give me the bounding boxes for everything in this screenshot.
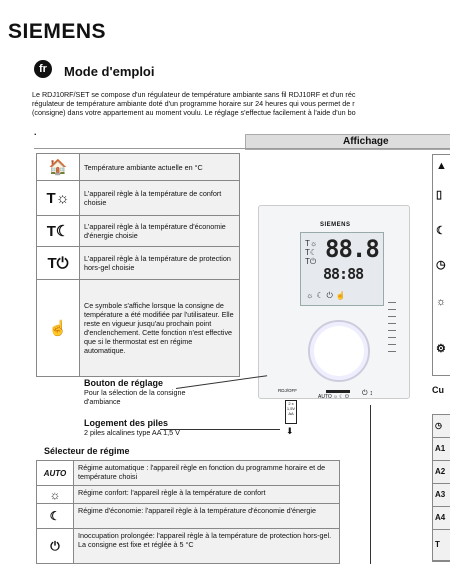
bouton-desc: Pour la sélection de la consigne [84,388,186,397]
mode-labels: AUTO ☼ ☾ ⏻ [318,394,349,400]
table-row: AUTO Régime automatique : l'appareil règ… [36,461,340,486]
table-row: T⏻ L'appareil règle à la température de … [36,247,240,280]
intro-text: Le RDJ10RF/SET se compose d'un régulateu… [32,90,450,117]
row-text: L'appareil règle à la température de pro… [84,254,231,272]
table-row: ⏻ Inoccupation prolongée: l'appareil règ… [36,529,340,564]
frost-protection-icon: ⏻ [37,529,74,563]
table-row: ☼ Régime confort: l'appareil règle à la … [36,486,340,504]
economy-icon: T☾ [37,216,80,246]
intro-line: régulateur de température ambiante doté … [32,99,355,108]
page-title: Mode d'emploi [64,64,155,79]
code-cell: A2 [433,461,450,484]
triangle-icon: ▲ [436,160,447,172]
switch-label: RDJ/OFF [278,388,297,393]
code-cell: A3 [433,484,450,507]
row-text: Inoccupation prolongée: l'appareil règle… [78,531,332,549]
setting-knob [308,320,370,382]
table-row: 🏠 Température ambiante actuelle en °C [36,154,240,181]
logement-desc: 2 piles alcalines type AA 1,5 V [84,428,180,437]
comfort-icon: ☼ [37,486,74,503]
leader-line [370,405,371,564]
logement-title: Logement des piles [84,418,169,428]
battery-icon: 2 x 1,5V AA [285,400,297,424]
economy-icon: ☾ [436,225,446,237]
table-row: T☾ L'appareil règle à la température d'é… [36,216,240,247]
leader-line [175,375,268,389]
bullet-dot: . [34,127,37,137]
right-label-partial: Cu [432,385,444,395]
house-thermometer-icon: 🏠 [37,154,80,180]
logement-callout: Logement des piles 2 piles alcalines typ… [84,418,180,437]
lcd-display: T☼T☾T⏻ 88.8 88:88 ☼☾⏻☝ [300,232,384,306]
economy-icon: ☾ [37,504,74,528]
hand-icon: ☝ [37,280,80,376]
table-row: T☼ L'appareil règle à la température de … [36,181,240,216]
selecteur-title: Sélecteur de régime [44,446,130,456]
bouton-callout: Bouton de réglage Pour la sélection de l… [84,378,186,406]
battery-icon: ▯ [436,189,443,201]
intro-line: Le RDJ10RF/SET se compose d'un régulateu… [32,90,356,99]
divider [34,148,450,149]
bouton-desc: d'ambiance [84,397,121,406]
mode-selector-slot [326,390,350,393]
auto-icon: AUTO [37,461,74,485]
table-row: ☝ Ce symbole s'affiche lorsque la consig… [36,280,240,377]
right-table-partial [432,154,450,376]
right-code-table: ◷ A1 A2 A3 A4 T [432,414,450,562]
regime-table: AUTO Régime automatique : l'appareil règ… [36,460,340,564]
device-small-icons: ⏻ ↕ [362,390,373,397]
row-text: Régime confort: l'appareil règle à la te… [78,488,266,497]
row-text: Régime automatique : l'appareil règle en… [78,463,326,481]
code-cell: A4 [433,507,450,530]
clock-icon: ◷ [436,259,446,271]
row-text: L'appareil règle à la température de con… [84,189,222,207]
row-text: Régime d'économie: l'appareil règle à la… [78,506,317,515]
bouton-title: Bouton de réglage [84,378,164,388]
intro-line: (consigne) dans votre appartement au mom… [32,108,356,117]
lcd-side-icons: T☼T☾T⏻ [305,239,318,266]
row-text: Ce symbole s'affiche lorsque la consigne… [84,301,234,355]
table-row: ☾ Régime d'économie: l'appareil règle à … [36,504,340,529]
row-text: L'appareil règle à la température d'écon… [84,222,226,240]
affichage-title: Affichage [343,136,389,147]
lcd-temperature: 88.8 [325,235,380,263]
language-badge: fr [34,60,52,78]
device-brand: SIEMENS [320,222,351,228]
arrow-down-icon: ⬇ [286,426,294,436]
affichage-header: Affichage [245,134,450,150]
sun-icon: ☼ [436,296,447,308]
display-symbols-table: 🏠 Température ambiante actuelle en °C T☼… [36,153,240,377]
lcd-mode-icons: ☼☾⏻☝ [306,291,349,300]
knob-scale [388,302,396,372]
siemens-logo: SIEMENS [8,20,107,43]
row-text: Température ambiante actuelle en °C [84,162,203,172]
leader-line [160,429,280,430]
code-cell: A1 [433,438,450,461]
comfort-icon: T☼ [37,181,80,215]
gear-icon: ⚙ [436,343,446,355]
thermometer-icon: T [433,530,450,561]
frost-protection-icon: T⏻ [37,247,80,279]
lcd-time: 88:88 [323,265,364,283]
clock-icon: ◷ [433,415,450,438]
